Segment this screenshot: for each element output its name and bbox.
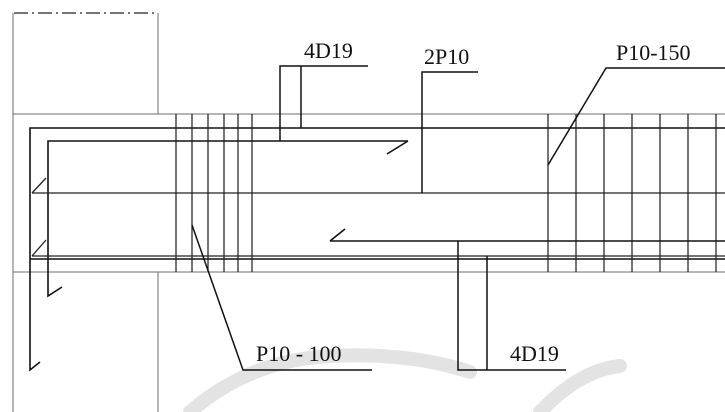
label-4d19-bottom: 4D19 [510, 341, 559, 366]
stirrups-support-zone [175, 114, 253, 272]
watermark [183, 348, 627, 412]
leader-lines [191, 65, 725, 371]
stirrups-span-zone [547, 114, 717, 272]
label-p10-100: P10 - 100 [256, 341, 342, 366]
bottom-reinforcement-bars [30, 228, 725, 260]
label-2p10: 2P10 [424, 44, 469, 69]
annotation-labels: 4D19 2P10 P10-150 P10 - 100 4D19 [256, 38, 691, 366]
label-4d19-top: 4D19 [304, 38, 353, 63]
label-p10-150: P10-150 [616, 40, 691, 65]
top-reinforcement-bars [29, 127, 725, 372]
beam-outline [13, 113, 725, 273]
side-reinforcement-bars [31, 177, 725, 257]
column-outline [12, 12, 159, 412]
